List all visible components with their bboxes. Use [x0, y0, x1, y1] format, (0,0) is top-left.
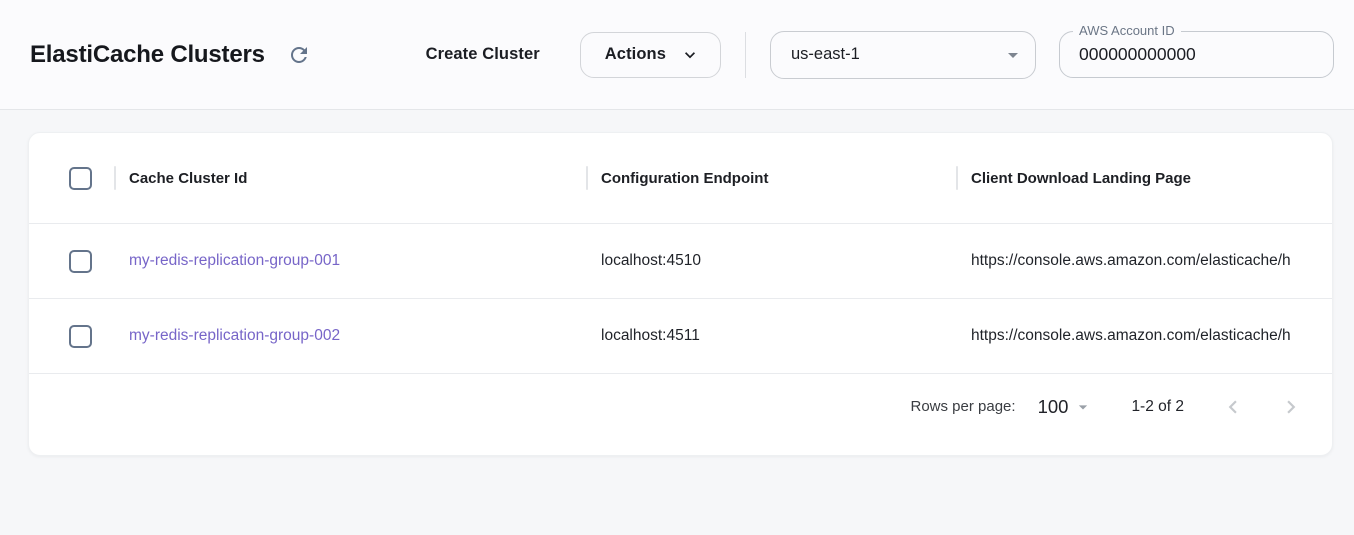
column-header-label: Configuration Endpoint [601, 170, 768, 187]
aws-account-id-label: AWS Account ID [1073, 23, 1181, 38]
column-header-configuration-endpoint[interactable]: Configuration Endpoint [586, 133, 956, 223]
cache-cluster-id-cell: my-redis-replication-group-001 [114, 252, 586, 270]
table-row: my-redis-replication-group-002 localhost… [29, 299, 1332, 374]
column-header-label: Cache Cluster Id [129, 170, 247, 187]
cache-cluster-id-cell: my-redis-replication-group-002 [114, 327, 586, 345]
row-checkbox-cell [29, 325, 114, 348]
header-divider [745, 32, 746, 78]
rows-per-page-select[interactable]: 100 [1038, 396, 1094, 418]
next-page-button[interactable] [1278, 394, 1304, 420]
row-checkbox[interactable] [69, 250, 92, 273]
cluster-link[interactable]: my-redis-replication-group-001 [129, 252, 340, 269]
client-download-landing-page-cell: https://console.aws.amazon.com/elasticac… [956, 327, 1332, 345]
chevron-down-icon [680, 45, 700, 65]
pagination-range-label: 1-2 of 2 [1131, 398, 1184, 416]
create-cluster-button[interactable]: Create Cluster [420, 35, 546, 74]
column-header-client-download-landing-page[interactable]: Client Download Landing Page [956, 133, 1332, 223]
column-separator [586, 166, 588, 190]
aws-account-id-field: AWS Account ID [1059, 31, 1334, 78]
row-checkbox[interactable] [69, 325, 92, 348]
region-select-value: us-east-1 [791, 45, 860, 64]
chevron-left-icon [1220, 394, 1246, 420]
cluster-link[interactable]: my-redis-replication-group-002 [129, 327, 340, 344]
actions-dropdown-button[interactable]: Actions [580, 32, 721, 78]
row-checkbox-cell [29, 250, 114, 273]
refresh-button[interactable] [285, 41, 313, 69]
rows-per-page-label: Rows per page: [911, 398, 1016, 415]
dropdown-arrow-icon [1073, 397, 1093, 417]
dropdown-arrow-icon [1001, 43, 1025, 67]
title-group: ElastiCache Clusters [30, 41, 313, 69]
column-separator [956, 166, 958, 190]
page-title: ElastiCache Clusters [30, 41, 265, 69]
top-bar: ElastiCache Clusters Create Cluster Acti… [0, 0, 1354, 110]
rows-per-page-value: 100 [1038, 396, 1069, 418]
client-download-landing-page-cell: https://console.aws.amazon.com/elasticac… [956, 252, 1332, 270]
table-header-row: Cache Cluster Id Configuration Endpoint … [29, 133, 1332, 224]
chevron-right-icon [1278, 394, 1304, 420]
select-all-cell [29, 167, 114, 190]
configuration-endpoint-cell: localhost:4510 [586, 252, 956, 270]
previous-page-button[interactable] [1220, 394, 1246, 420]
table-row: my-redis-replication-group-001 localhost… [29, 224, 1332, 299]
column-separator [114, 166, 116, 190]
select-all-checkbox[interactable] [69, 167, 92, 190]
actions-button-label: Actions [605, 45, 666, 64]
refresh-icon [287, 43, 311, 67]
header-controls: Create Cluster Actions us-east-1 AWS Acc… [420, 31, 1334, 79]
region-select[interactable]: us-east-1 [770, 31, 1036, 79]
column-header-label: Client Download Landing Page [971, 170, 1191, 187]
column-header-cache-cluster-id[interactable]: Cache Cluster Id [114, 133, 586, 223]
configuration-endpoint-cell: localhost:4511 [586, 327, 956, 345]
aws-account-id-input[interactable] [1060, 32, 1333, 77]
table-pagination: Rows per page: 100 1-2 of 2 [29, 374, 1332, 455]
clusters-table-card: Cache Cluster Id Configuration Endpoint … [28, 132, 1333, 456]
